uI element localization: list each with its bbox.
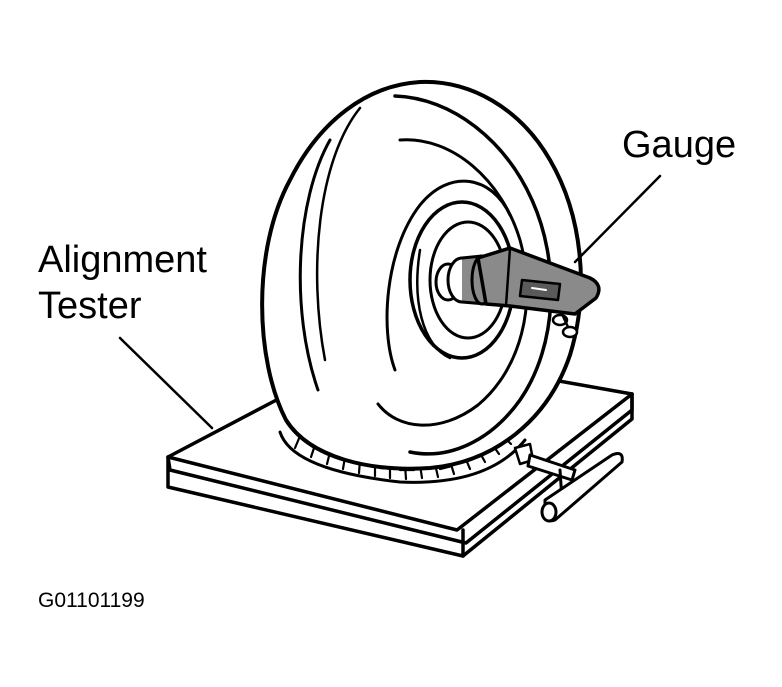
figure-id: G01101199 [38, 589, 145, 612]
alignment-tester-leader-line [118, 336, 214, 430]
gauge-label: Gauge [622, 124, 737, 166]
alignment-tester-label-line1: Alignment [38, 239, 207, 281]
alignment-tester-label-line2: Tester [38, 285, 142, 327]
gauge-leader-line [573, 174, 662, 264]
gauge-icon [434, 246, 601, 339]
clamp-handle-icon [526, 452, 624, 523]
